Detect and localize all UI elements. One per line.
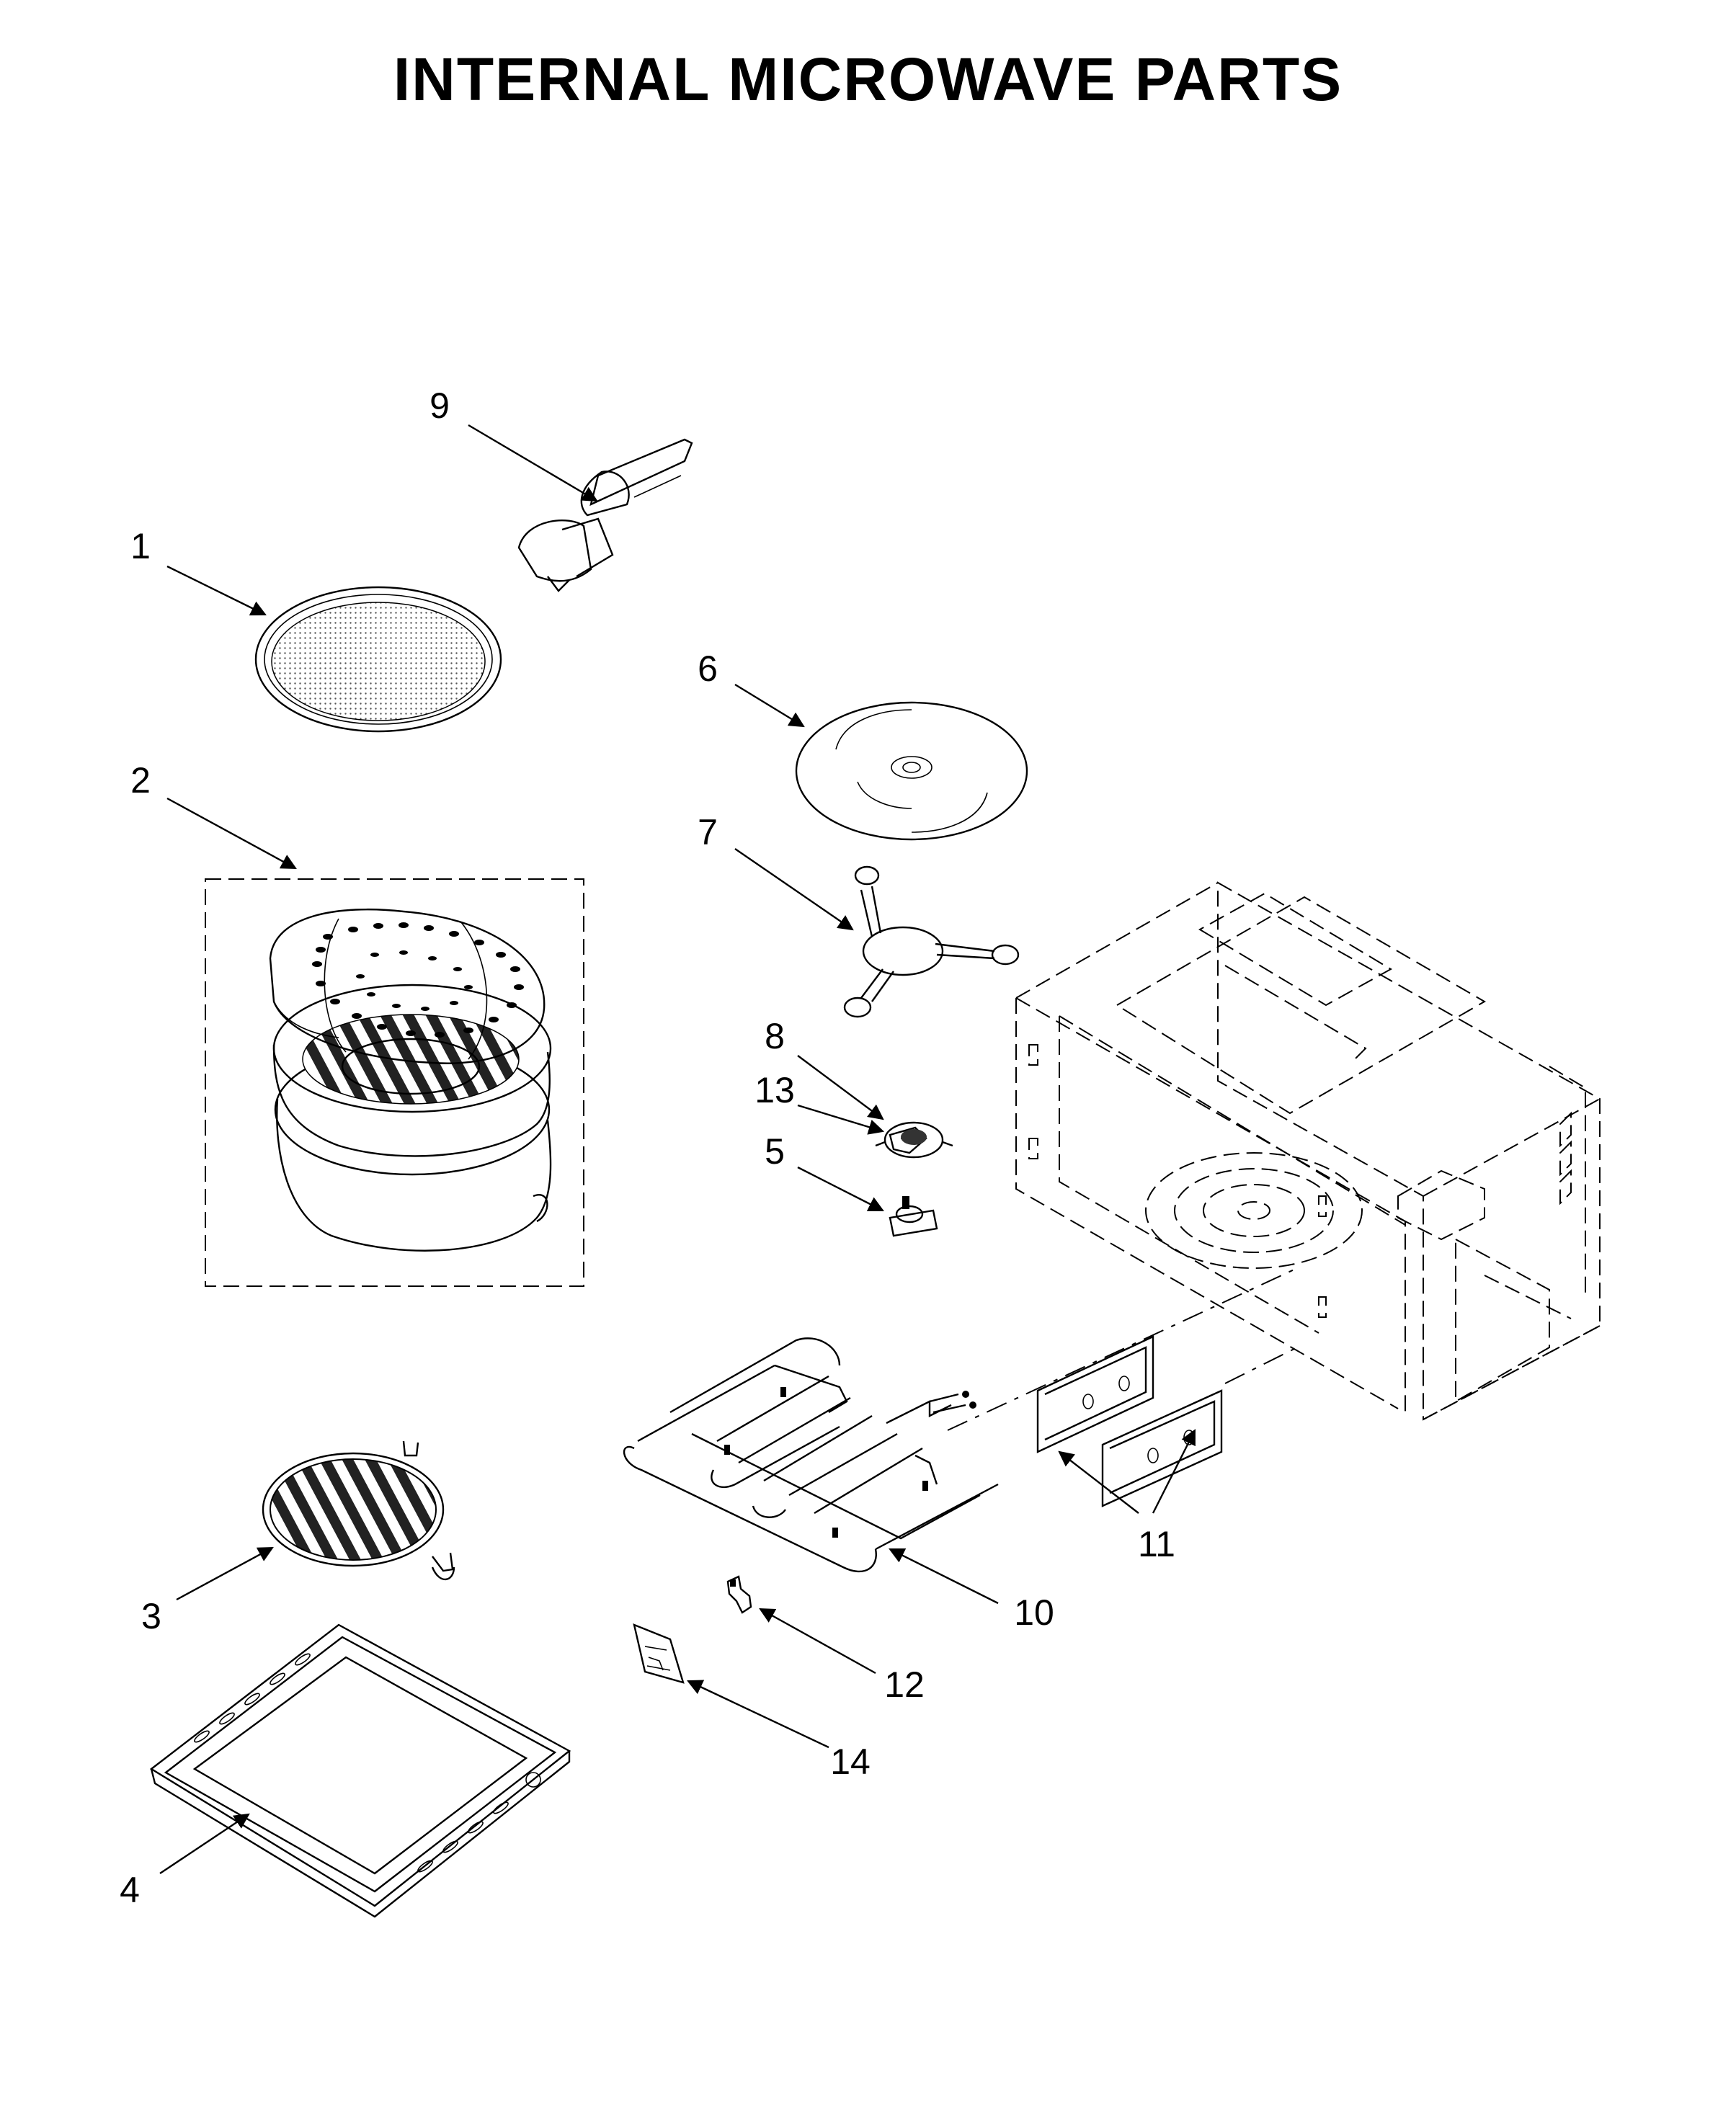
- alignment-line-2: [1224, 1347, 1298, 1384]
- leader-2: [166, 797, 297, 870]
- leader-1: [166, 565, 267, 616]
- callout-11: 11: [1138, 1524, 1175, 1564]
- leader-13: [797, 1104, 885, 1135]
- callout-numbers: 9 1 2 6 7 8 13 5 10 11 3 4 12 14: [120, 385, 1175, 1910]
- leader-10: [889, 1548, 999, 1605]
- part-5-motor: [889, 1196, 938, 1237]
- leader-6: [734, 683, 805, 728]
- callout-5: 5: [765, 1131, 785, 1172]
- leader-3: [176, 1546, 274, 1601]
- part-13-motor: [875, 1121, 953, 1159]
- leader-4: [159, 1813, 250, 1874]
- callout-3: 3: [141, 1596, 161, 1636]
- callout-1: 1: [130, 526, 151, 566]
- leader-7: [734, 848, 854, 931]
- callout-6: 6: [698, 648, 718, 689]
- part-9-handle: [517, 438, 693, 592]
- leader-5: [797, 1166, 884, 1212]
- callout-9: 9: [429, 385, 450, 426]
- part-11-plates: [1036, 1335, 1223, 1507]
- leader-11b: [1152, 1429, 1196, 1514]
- part-6-turntable-tray: [795, 701, 1028, 841]
- leader-11a: [1058, 1450, 1139, 1514]
- leader-lines: [159, 424, 1196, 1874]
- part-7-roller-support: [843, 865, 1020, 1018]
- diagram-title: INTERNAL MICROWAVE PARTS: [393, 45, 1343, 113]
- part-3-grill-rack: [262, 1440, 455, 1581]
- callout-8: 8: [765, 1016, 785, 1056]
- alignment-line: [947, 1267, 1298, 1431]
- callout-12: 12: [884, 1664, 925, 1705]
- leader-8: [797, 1055, 884, 1120]
- part-2-steamer-set: [205, 878, 584, 1287]
- part-14-label: [633, 1623, 685, 1684]
- microwave-cavity: [1015, 881, 1601, 1421]
- callout-13: 13: [755, 1070, 795, 1110]
- leader-12: [759, 1608, 876, 1675]
- callout-2: 2: [130, 760, 151, 801]
- part-4-baking-tray: [149, 1623, 571, 1918]
- callout-7: 7: [698, 812, 718, 852]
- leader-14: [687, 1680, 829, 1749]
- part-1-crisp-plate: [254, 586, 502, 733]
- leader-9: [468, 424, 598, 502]
- part-10-heating-element: [623, 1337, 999, 1573]
- callout-14: 14: [830, 1742, 871, 1782]
- part-12-clip: [726, 1575, 752, 1614]
- callout-4: 4: [120, 1870, 140, 1910]
- callout-10: 10: [1014, 1592, 1054, 1633]
